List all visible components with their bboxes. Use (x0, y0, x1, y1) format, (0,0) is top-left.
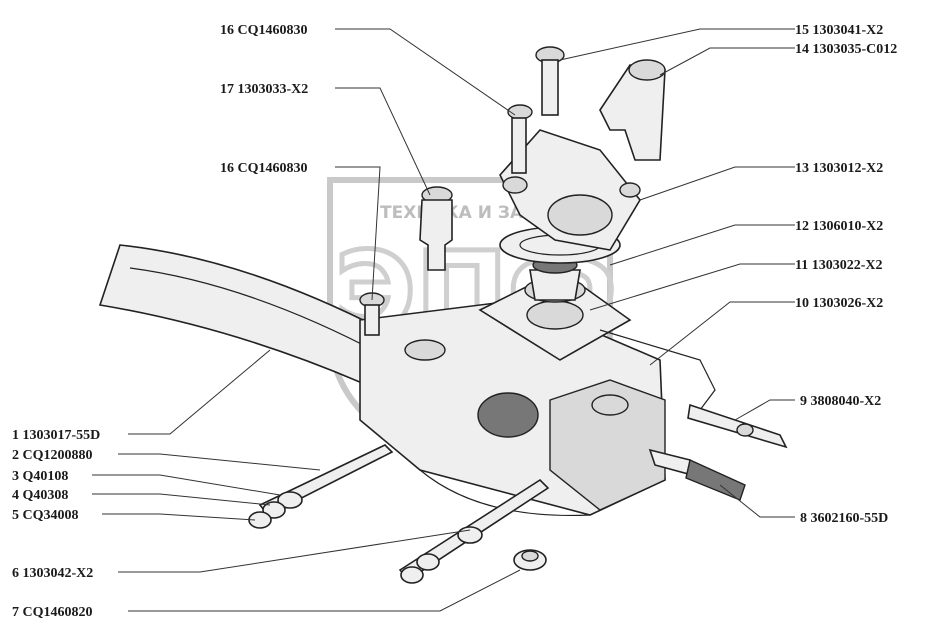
callout-label-5: 5 CQ34008 (12, 508, 79, 523)
bolt-part-16-top (507, 104, 533, 174)
callout-label-4: 4 Q40308 (12, 488, 68, 503)
callout-label-17: 17 1303033-X2 (220, 82, 308, 97)
gasket-part-10 (478, 269, 716, 411)
callout-labels: 1 1303017-55D 2 CQ1200880 3 Q40108 4 Q40… (12, 23, 897, 620)
callout-label-14: 14 1303035-C012 (795, 42, 897, 57)
sensor-part-9 (687, 403, 788, 449)
leader-lines (92, 28, 795, 612)
callout-label-8: 8 3602160-55D (800, 511, 888, 526)
callout-label-12: 12 1306010-X2 (795, 219, 883, 234)
callout-label-1: 1 1303017-55D (12, 428, 100, 443)
callout-label-2: 2 CQ1200880 (12, 448, 93, 463)
fitting-part-17 (419, 186, 453, 271)
callout-label-16-mid: 16 CQ1460830 (220, 161, 308, 176)
bolt-part-15 (535, 46, 565, 116)
callout-label-6: 6 1303042-X2 (12, 566, 93, 581)
nut-part-7 (513, 549, 547, 571)
callout-label-13: 13 1303012-X2 (795, 161, 883, 176)
stud-part-6 (398, 478, 550, 584)
callout-label-7: 7 CQ1460820 (12, 605, 93, 620)
callout-label-11: 11 1303022-X2 (795, 258, 883, 273)
thermostat-part-11 (524, 256, 586, 303)
callout-label-3: 3 Q40108 (12, 469, 68, 484)
fitting-part-14 (599, 59, 666, 161)
callout-label-10: 10 1303026-X2 (795, 296, 883, 311)
callout-label-9: 9 3808040-X2 (800, 394, 881, 409)
outlet-elbow-part-13 (499, 129, 641, 251)
stud-part-2 (248, 444, 394, 529)
callout-label-16-top: 16 CQ1460830 (220, 23, 308, 38)
callout-label-15: 15 1303041-X2 (795, 23, 883, 38)
sensor-part-8 (648, 448, 746, 501)
thermostat-housing (359, 299, 666, 517)
